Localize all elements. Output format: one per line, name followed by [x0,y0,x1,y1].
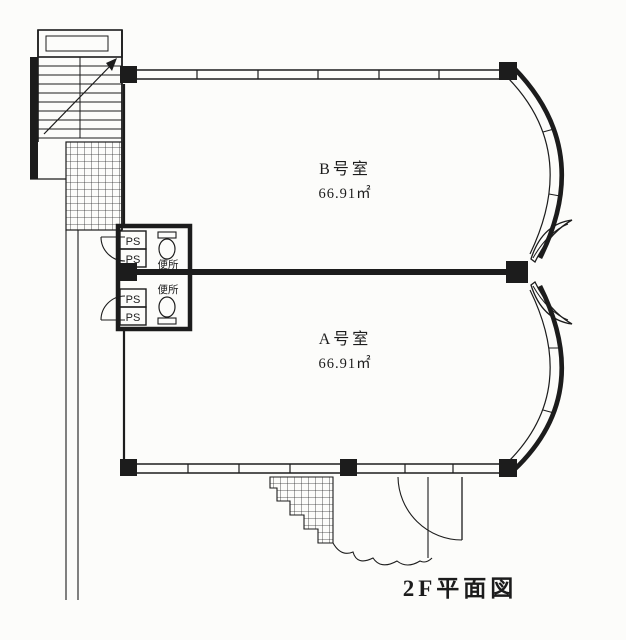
wall-posts [120,62,528,477]
toilet-door-upper [100,236,126,262]
bottom-window-band [137,463,500,474]
toilet-tank-lower [157,317,177,325]
room-b-name: B号室 [319,160,371,178]
room-a-area: 66.91㎡ [318,355,371,372]
post-bottom-mid [340,459,357,476]
hatched-shaft [65,141,123,231]
room-a-name: A号室 [319,330,372,348]
toilet-bowl-upper [158,238,176,260]
post-top-right [499,62,517,80]
entrance-hatched-steps [269,476,334,544]
entrance-door-swing [397,476,463,541]
door-fan-upper [530,219,573,263]
staircase [30,29,123,230]
ps-label-2: PS [126,254,141,266]
ps-label-3: PS [126,294,141,306]
ps-label-1: PS [126,236,141,248]
door-fan-lower [530,281,573,325]
right-curved-wall-lower [505,284,565,472]
stair-direction-line [43,61,115,135]
right-curved-wall-upper [505,66,565,260]
post-bottom-left [120,459,137,476]
ps-box-2 [119,248,147,268]
left-exterior-wall-lines [65,230,79,600]
toilet-doors [100,236,126,321]
ps-box-4 [119,306,147,326]
service-core [100,223,193,332]
building-walls [122,66,565,474]
right-door-fans [530,219,573,325]
entrance-garden-edge [332,542,433,566]
top-window-band [137,69,500,80]
toilet-door-lower [100,295,126,321]
service-core-walls [115,223,193,332]
ps-label-4: PS [126,312,141,324]
plan-title: 2F平面図 [403,576,518,601]
post-mid-right [506,261,528,283]
stair-direction-arrow [106,58,117,71]
toilet-label-upper: 便所 [158,258,179,271]
stair-side-wall [30,57,38,179]
post-bottom-right [499,459,517,477]
entrance [269,476,463,566]
toilet-tank-upper [157,231,177,239]
room-b-area: 66.91㎡ [318,185,371,202]
toilet-bowl-lower [158,296,176,318]
post-top-left [120,66,137,83]
toilet-label-lower: 便所 [158,283,179,296]
